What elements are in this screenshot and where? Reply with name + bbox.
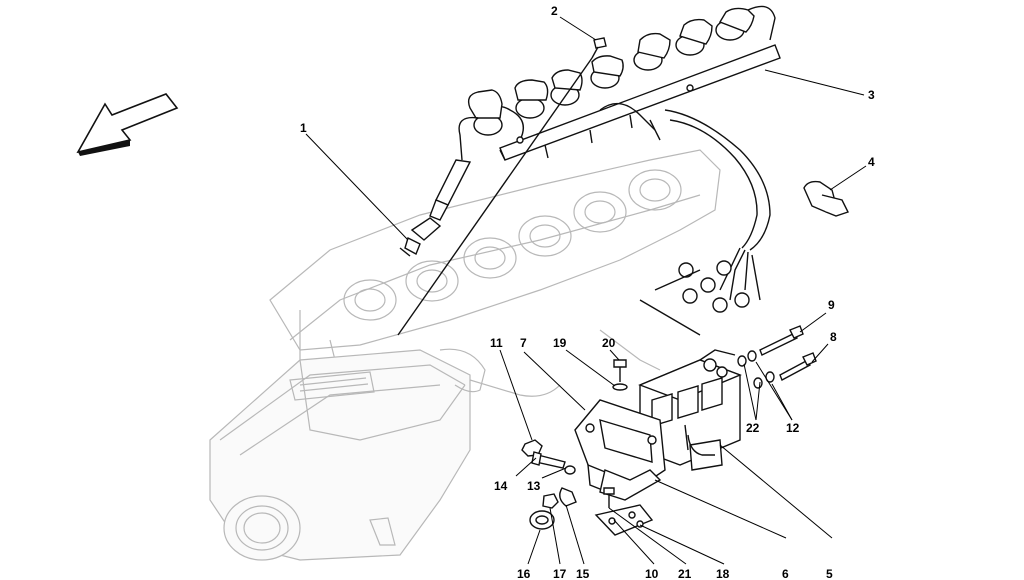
callout-1: 1 (300, 121, 307, 135)
leader-lines (305, 16, 867, 565)
callout-22: 22 (746, 421, 760, 435)
callout-labels: 1 2 3 4 5 6 7 8 9 10 11 12 13 14 15 16 1… (300, 4, 875, 580)
callout-2: 2 (551, 4, 558, 18)
callout-9: 9 (828, 298, 835, 312)
arrow-down-left-icon (76, 93, 179, 156)
fasteners (521, 325, 817, 530)
callout-18: 18 (716, 567, 730, 580)
callout-20: 20 (602, 336, 616, 350)
callout-5: 5 (826, 567, 833, 580)
callout-6: 6 (782, 567, 789, 580)
callout-12: 12 (786, 421, 800, 435)
clip-4 (803, 180, 849, 217)
callout-8: 8 (830, 330, 837, 344)
callout-19: 19 (553, 336, 567, 350)
bracket-7 (574, 399, 666, 501)
ignition-module (638, 349, 742, 471)
callout-17: 17 (553, 567, 567, 580)
callout-16: 16 (517, 567, 531, 580)
callout-7: 7 (520, 336, 527, 350)
callout-15: 15 (576, 567, 590, 580)
callout-4: 4 (868, 155, 875, 169)
wiring-harness (639, 109, 771, 336)
callout-21: 21 (678, 567, 692, 580)
cam-cover-ghost (269, 149, 721, 361)
bracket-18 (594, 504, 654, 536)
callout-13: 13 (527, 479, 541, 493)
callout-11: 11 (490, 336, 503, 350)
callout-3: 3 (868, 88, 875, 102)
callout-10: 10 (645, 567, 659, 580)
spark-plug-lead (399, 116, 479, 257)
callout-14: 14 (494, 479, 508, 493)
bolt-2 (397, 37, 607, 336)
ignition-coils (467, 5, 776, 161)
air-box-ghost (209, 329, 661, 561)
